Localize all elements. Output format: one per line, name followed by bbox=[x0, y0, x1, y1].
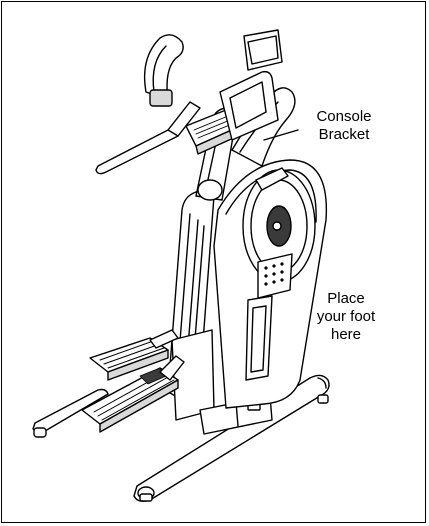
console bbox=[219, 29, 283, 141]
callout-console-line-2: Bracket bbox=[318, 126, 370, 143]
callout-console-bracket: Console Bracket bbox=[298, 108, 390, 144]
pedal-arms bbox=[149, 329, 185, 381]
right-pedal bbox=[89, 337, 169, 381]
callout-foot-line-3: here bbox=[330, 326, 362, 343]
callout-console-line-1: Console bbox=[316, 108, 372, 125]
callout-place-foot: Place your foot here bbox=[306, 290, 386, 344]
left-pedal bbox=[81, 367, 179, 433]
left-handlebar bbox=[95, 34, 201, 175]
rear-stabilizer bbox=[133, 374, 330, 503]
callout-foot-line-1: Place bbox=[327, 290, 365, 307]
housing-keypad bbox=[257, 253, 293, 299]
callout-foot-line-2: your foot bbox=[316, 308, 376, 325]
console-bracket-leader bbox=[263, 129, 299, 141]
